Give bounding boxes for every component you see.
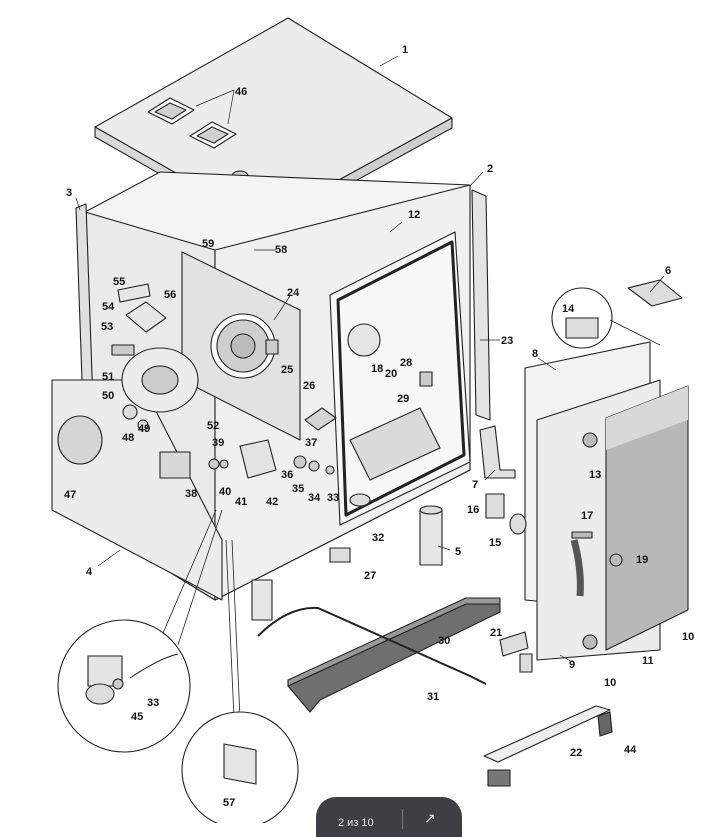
part-label: 28 xyxy=(400,357,412,369)
part-label: 3 xyxy=(66,187,72,199)
part-label: 23 xyxy=(501,335,513,347)
oven-chamber xyxy=(329,231,471,526)
part-label: 10 xyxy=(604,677,616,689)
part-label: 47 xyxy=(64,489,76,501)
part-label: 45 xyxy=(131,711,143,723)
rear-fan-panel xyxy=(181,251,301,441)
page-indicator: 2 из 10 xyxy=(338,817,374,829)
part-label: 38 xyxy=(185,488,197,500)
part-label: 6 xyxy=(665,265,671,277)
part-label: 35 xyxy=(292,483,304,495)
part-label: 13 xyxy=(589,469,601,481)
part-label: 27 xyxy=(364,570,376,582)
part-label: 25 xyxy=(281,364,293,376)
part-label: 19 xyxy=(636,554,648,566)
part-label: 5 xyxy=(455,546,461,558)
part-label: 20 xyxy=(385,368,397,380)
brackets xyxy=(479,425,613,737)
part-label: 56 xyxy=(164,289,176,301)
part-label: 7 xyxy=(472,479,478,491)
part-label: 2 xyxy=(487,163,493,175)
part-label: 30 xyxy=(438,635,450,647)
part-label: 42 xyxy=(266,496,278,508)
part-label: 37 xyxy=(305,437,317,449)
part-label: 34 xyxy=(308,492,321,504)
part-label: 46 xyxy=(235,86,247,98)
center-components xyxy=(159,407,371,563)
part-label: 54 xyxy=(102,301,115,313)
part-label: 9 xyxy=(569,659,575,671)
part-label: 55 xyxy=(113,276,125,288)
detail-circle-plate xyxy=(181,711,299,823)
part-label: 33 xyxy=(147,697,159,709)
part-label: 14 xyxy=(562,303,575,315)
part-label: 17 xyxy=(581,510,593,522)
part-label: 49 xyxy=(138,423,150,435)
part-label: 29 xyxy=(397,393,409,405)
divider xyxy=(402,809,403,829)
drip-tray xyxy=(257,597,611,787)
fan-motor-assembly xyxy=(57,283,199,465)
part-label: 33 xyxy=(327,492,339,504)
part-label: 31 xyxy=(427,691,439,703)
part-label: 57 xyxy=(223,797,235,809)
leader-lines xyxy=(75,55,665,663)
part-labels: 1 2 3 4 5 6 7 8 9 10 10 11 12 13 14 15 1… xyxy=(64,44,694,809)
part-label: 48 xyxy=(122,432,134,444)
oven-door xyxy=(524,341,689,661)
part-label: 50 xyxy=(102,390,114,402)
part-label: 51 xyxy=(102,371,114,383)
part-label: 16 xyxy=(467,504,479,516)
part-label: 53 xyxy=(101,321,113,333)
part-label: 26 xyxy=(303,380,315,392)
part-label: 21 xyxy=(490,627,502,639)
page-navigator[interactable]: 2 из 10 ↗ xyxy=(316,797,462,837)
part-label: 4 xyxy=(86,566,93,578)
part-label: 36 xyxy=(281,469,293,481)
part-label: 52 xyxy=(207,420,219,432)
part-label: 15 xyxy=(489,537,501,549)
callout-lines xyxy=(159,509,241,719)
part-label: 40 xyxy=(219,486,231,498)
part-label: 24 xyxy=(287,287,300,299)
part-label: 11 xyxy=(642,655,654,667)
part-label: 12 xyxy=(408,209,420,221)
part-label: 18 xyxy=(371,363,383,375)
part-label: 8 xyxy=(532,348,538,360)
part-label: 44 xyxy=(624,744,637,756)
part-label: 59 xyxy=(202,238,214,250)
hinge-detail xyxy=(551,279,683,349)
arrow-up-right-icon[interactable]: ↗ xyxy=(424,810,436,826)
part-label: 32 xyxy=(372,532,384,544)
part-label: 1 xyxy=(402,44,408,56)
part-label: 41 xyxy=(235,496,247,508)
part-label: 58 xyxy=(275,244,287,256)
detail-circle-fitting xyxy=(57,619,191,753)
part-label: 22 xyxy=(570,747,582,759)
part-label: 10 xyxy=(682,631,694,643)
part-label: 39 xyxy=(212,437,224,449)
